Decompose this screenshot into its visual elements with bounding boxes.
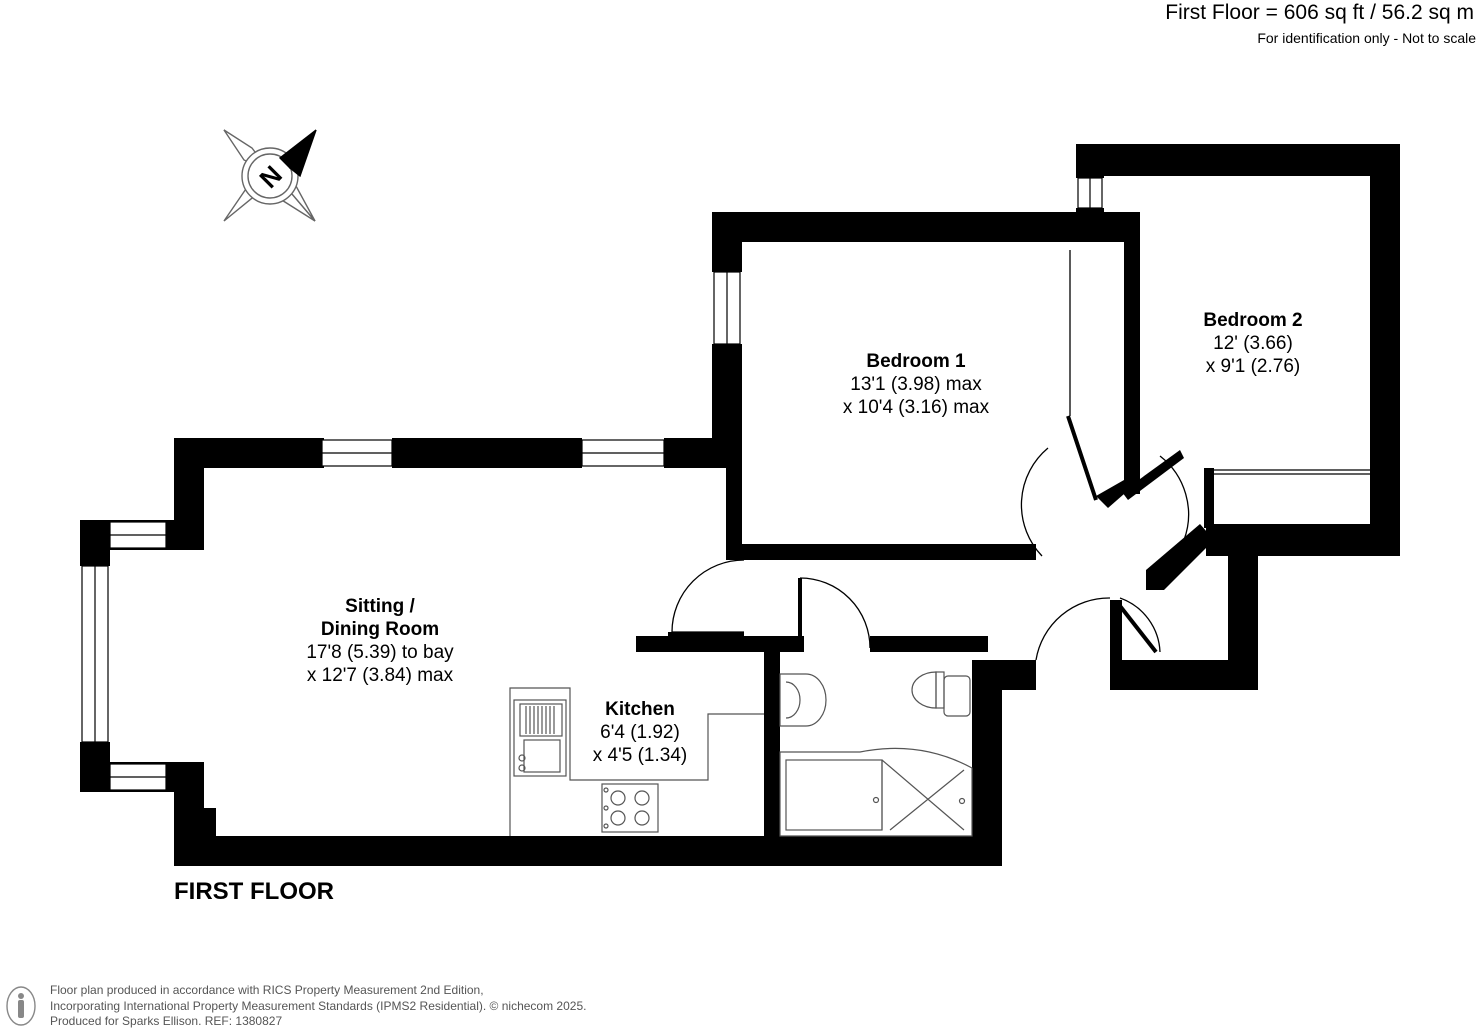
windows: [81, 177, 1103, 791]
wall-bed2-left-mid: [1076, 208, 1104, 242]
kitchen-fixtures: [509, 687, 764, 836]
wall-kitchen-top: [636, 636, 804, 652]
footer-line: Floor plan produced in accordance with R…: [50, 983, 484, 997]
room-dimension: 12' (3.66): [1213, 333, 1293, 354]
footer-line: Incorporating International Property Mea…: [50, 998, 587, 1013]
door-swing-landing: [1035, 597, 1111, 661]
wall-bath-step: [972, 660, 1036, 690]
wall-landing-bottom: [1110, 660, 1258, 690]
wall-bed2-top: [1076, 144, 1400, 176]
wall-bed1-top: [712, 212, 1140, 242]
wall-bottom: [174, 836, 1000, 866]
door-swing-bed1: [1020, 447, 1049, 557]
identification-note: For identification only - Not to scale: [1257, 30, 1476, 46]
doors: [668, 250, 1370, 661]
room-name: Kitchen: [605, 699, 675, 720]
room-dimension: x 9'1 (2.76): [1205, 356, 1301, 377]
wall-landing-left: [1110, 600, 1122, 690]
toilet-icon: [911, 671, 937, 709]
sink-icon: [513, 699, 567, 777]
wall-bed2-diag: [1122, 450, 1184, 500]
door-swing-cupboard: [1119, 597, 1161, 653]
wall-bed1-left-mid: [726, 468, 742, 558]
wall-bed2-inner-left: [1204, 468, 1214, 528]
footer-credits: Floor plan produced in accordance with R…: [50, 983, 586, 1030]
room-name: Bedroom 2: [1203, 310, 1303, 331]
wall-bed2-right: [1370, 144, 1400, 556]
door-swing-sitting: [671, 559, 745, 633]
wall-bed1-left-upper: [712, 212, 742, 272]
wall-bath-top: [870, 636, 988, 652]
walls: [80, 144, 1400, 866]
room-name: Sitting /: [345, 596, 415, 617]
room-dimension: x 12'7 (3.84) max: [306, 665, 454, 686]
wall-landing-diag: [1146, 524, 1214, 590]
bathroom-fixtures: [779, 671, 973, 837]
compass-icon: N: [223, 129, 317, 222]
room-dimension: 17'8 (5.39) to bay: [306, 642, 454, 663]
room-dimension: x 4'5 (1.34): [592, 745, 688, 766]
wall-bed1-bottom: [726, 544, 1036, 560]
room-label-bedroom1: Bedroom 1 13'1 (3.98) max x 10'4 (3.16) …: [843, 350, 989, 419]
wall-sitting-top-mid: [392, 438, 582, 468]
floor-area-title: First Floor = 606 sq ft / 56.2 sq m: [1165, 1, 1474, 24]
room-dimension: 6'4 (1.92): [600, 722, 680, 743]
floor-label: FIRST FLOOR: [174, 878, 334, 905]
wall-bed1-right: [1124, 212, 1140, 494]
room-label-bedroom2: Bedroom 2 12' (3.66) x 9'1 (2.76): [1203, 309, 1302, 378]
footer-line: Produced for Sparks Ellison. REF: 138082…: [50, 1014, 283, 1028]
basin-icon: [779, 673, 827, 727]
room-dimension: 13'1 (3.98) max: [850, 374, 982, 395]
wall-bed2-left-top: [1076, 144, 1104, 178]
room-dimension: x 10'4 (3.16) max: [842, 397, 990, 418]
wall-bath-right: [972, 660, 1002, 866]
person-icon: [6, 986, 36, 1026]
door-swing-bath: [799, 577, 871, 649]
room-name: Dining Room: [320, 619, 440, 640]
room-label-sitting-dining: Sitting / Dining Room 17'8 (5.39) to bay…: [306, 595, 453, 687]
bath-icon: [779, 747, 973, 837]
wall-bay-left-top: [80, 520, 110, 566]
door-swing-bed2: [1159, 455, 1190, 541]
hob-icon: [601, 783, 659, 833]
room-label-kitchen: Kitchen 6'4 (1.92) x 4'5 (1.34): [593, 698, 687, 767]
room-name: Bedroom 1: [866, 351, 966, 372]
wall-bed1-left-lower: [712, 344, 742, 468]
wall-kitchen-bath-div: [764, 636, 780, 866]
